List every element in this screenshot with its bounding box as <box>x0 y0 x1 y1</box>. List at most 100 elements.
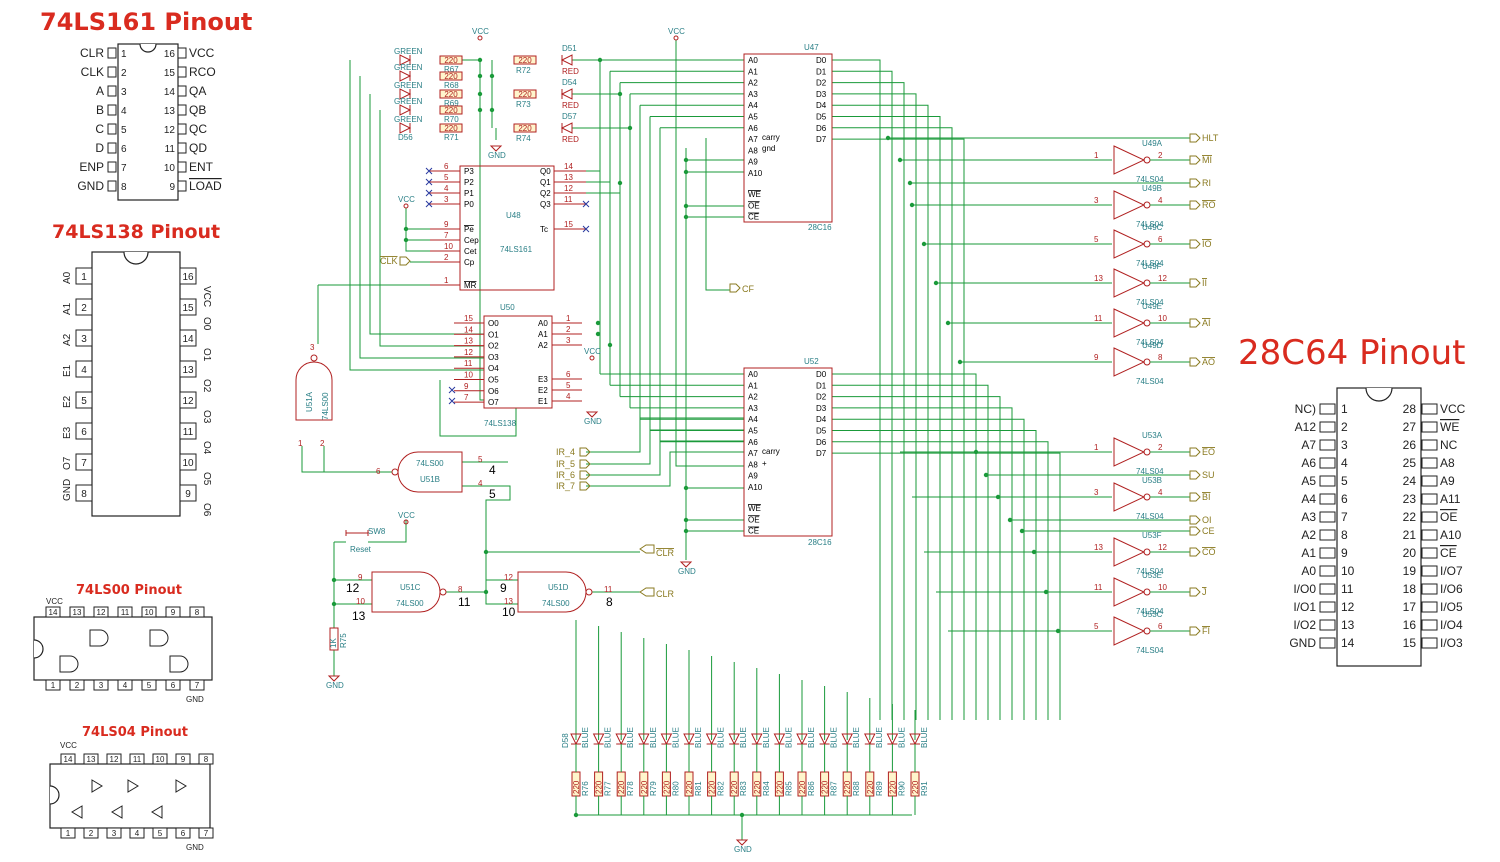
ls161-right-label: QB <box>189 103 206 117</box>
junction-dot <box>933 280 939 286</box>
dip-pin-num: 11 <box>133 755 142 764</box>
c64-pin <box>1421 619 1438 631</box>
dip-pin-num: 2 <box>75 681 80 690</box>
c64-left-label: A2 <box>1301 528 1316 542</box>
u50-pin-num: 4 <box>566 392 571 401</box>
ls161-left-label: A <box>96 84 104 98</box>
rom-data-label: D4 <box>816 415 827 424</box>
c64-left-label: I/O2 <box>1293 618 1316 632</box>
led-color-label: BLUE <box>807 727 816 748</box>
led-color-label: BLUE <box>852 727 861 748</box>
u48-output-label: Q1 <box>540 178 551 187</box>
ls138-right-label: O2 <box>201 379 212 393</box>
ls161-pin-num: 4 <box>121 106 127 117</box>
ls138-pin <box>75 484 93 502</box>
led-color-label: BLUE <box>920 727 929 748</box>
ls161-pin <box>107 161 117 173</box>
ls161-right-label: QA <box>189 84 206 98</box>
led-color-label: BLUE <box>784 727 793 748</box>
junction-dot <box>331 577 337 583</box>
u48-input-label: P2 <box>464 178 474 187</box>
svg-text:VCC: VCC <box>60 741 77 750</box>
ls138-right-label: O1 <box>201 348 212 362</box>
ls138-pin <box>75 453 93 471</box>
junction-dot <box>683 528 689 534</box>
svg-text:1K: 1K <box>329 638 338 648</box>
svg-text:GND: GND <box>186 695 204 704</box>
ls161-pin-num: 7 <box>121 163 127 174</box>
inverter-pin-out: 12 <box>1158 274 1167 283</box>
c64-right-label: I/O7 <box>1440 564 1463 578</box>
resistor-value: 220 <box>685 780 694 794</box>
c64-pin-num: 21 <box>1403 528 1417 542</box>
c64-pin-num: 27 <box>1403 420 1417 434</box>
u48-input-label: Pe <box>464 225 474 234</box>
ls161-right-label: QD <box>189 141 207 155</box>
c64-left-label: A0 <box>1301 564 1316 578</box>
led-color-label: BLUE <box>694 727 703 748</box>
ls138-right-label: O4 <box>201 441 212 455</box>
dip-pin <box>117 606 133 618</box>
inverter-part: 74LS04 <box>1136 567 1164 576</box>
u48-pin-num: 7 <box>444 231 449 240</box>
c64-pin <box>1319 637 1336 649</box>
dip-pin-num: 10 <box>156 755 165 764</box>
ls161-right-label: ENT <box>189 160 214 174</box>
ls138-pin <box>179 329 197 347</box>
dip-pin <box>175 827 191 839</box>
cf-signal: CF <box>729 283 754 294</box>
dip-pin-num: 3 <box>99 681 104 690</box>
resistor-value: 220 <box>730 780 739 794</box>
dip-pin-num: 8 <box>204 755 209 764</box>
signal-label-fi: FI <box>1202 626 1210 636</box>
u50-input-label: E1 <box>538 397 548 406</box>
signal-label-co: CO <box>1202 547 1216 557</box>
resistor-ref: R81 <box>694 781 703 796</box>
inverter-ref: U53A <box>1142 431 1163 440</box>
rom-addr-label: A1 <box>748 381 758 390</box>
inverter-pin-in: 13 <box>1094 274 1103 283</box>
ls161-left-label: GND <box>77 179 104 193</box>
c64-pin <box>1421 475 1438 487</box>
inverter-ref: U53E <box>1142 571 1162 580</box>
led-color-label: GREEN <box>394 81 423 90</box>
junction-dot <box>683 203 689 209</box>
dip-pin-num: 3 <box>112 829 117 838</box>
ls138-pin-num: 10 <box>182 458 194 469</box>
rom-addr-label: A9 <box>748 472 758 481</box>
junction-dot <box>957 359 963 365</box>
dip-pin-num: 13 <box>73 608 82 617</box>
c64-pin-num: 15 <box>1403 636 1417 650</box>
u48-output-label: Q3 <box>540 200 551 209</box>
ls161-pin <box>177 85 187 97</box>
dip-pin <box>141 679 157 691</box>
svg-text:8: 8 <box>606 595 613 609</box>
inverter-ref: U49F <box>1142 262 1162 271</box>
reset-switch[interactable]: SW8 Reset <box>345 527 386 554</box>
dip-pin-num: 5 <box>147 681 152 690</box>
inverter-ref: U49C <box>1142 223 1163 232</box>
wire <box>439 380 517 437</box>
c64-pin-num: 8 <box>1341 528 1348 542</box>
c64-pin-num: 11 <box>1341 582 1354 596</box>
gnd-label: GND <box>584 417 602 426</box>
u48-output-label: Q2 <box>540 189 551 198</box>
rom-data-label: D1 <box>816 381 827 390</box>
resistor-ref: R69 <box>444 99 459 108</box>
dip-pin <box>175 753 191 765</box>
ls161-pin-num: 13 <box>164 106 176 117</box>
resistor-ref: R76 <box>581 781 590 796</box>
c64-pin <box>1421 439 1438 451</box>
u48-pin-num: 5 <box>444 173 449 182</box>
junction-dot <box>909 202 915 208</box>
junction-dot <box>617 180 623 186</box>
c64-title: 28C64 Pinout <box>1238 333 1466 373</box>
svg-text:5: 5 <box>489 487 496 501</box>
ls04-title: 74LS04 Pinout <box>82 725 188 740</box>
junction-dot <box>627 125 633 131</box>
c64-right-label: I/O6 <box>1440 582 1463 596</box>
wire <box>832 452 1061 720</box>
junction-dot <box>897 157 903 163</box>
